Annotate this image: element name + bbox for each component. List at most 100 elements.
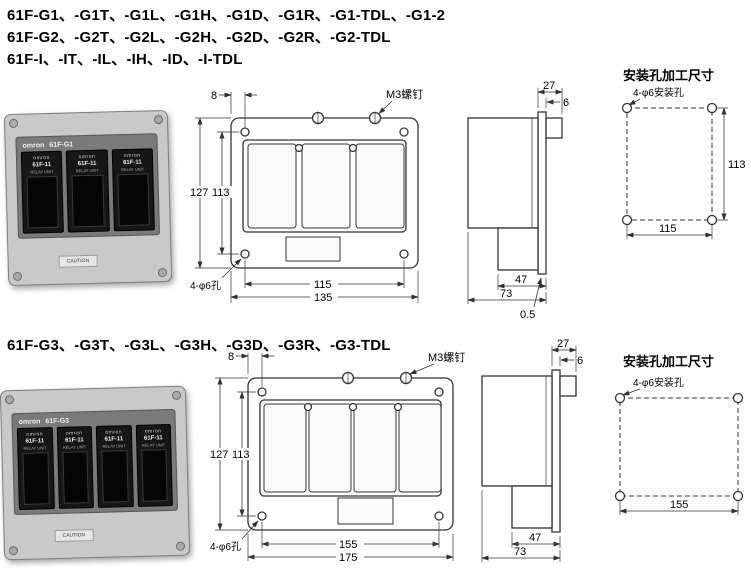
rear-tab <box>545 117 563 139</box>
dim-back: 27 <box>537 80 563 114</box>
mount-hole-icon <box>621 102 633 114</box>
mount-hole-icon <box>257 387 267 397</box>
screw-icon <box>348 402 358 412</box>
mounting-hole-diagram-g1: 安装孔加工尺寸 4-φ6安装孔 113 115 <box>621 68 746 239</box>
svg-text:155: 155 <box>339 539 357 551</box>
screw-icon <box>303 402 313 412</box>
product-photo-61f-g3: omron 61F-G3 omron 61F-11 RELAY UNIT omr… <box>0 385 191 561</box>
svg-text:4-φ6孔: 4-φ6孔 <box>210 541 241 553</box>
dim-width-outer: 175 <box>247 534 454 564</box>
relay-window <box>247 143 297 229</box>
dim-width-outer: 135 <box>230 271 419 304</box>
svg-text:M3螺钉: M3螺钉 <box>428 351 465 364</box>
mounting-plate <box>537 111 547 275</box>
svg-text:8: 8 <box>211 90 217 102</box>
model-text: 61F-G3 <box>45 417 70 426</box>
dim-vertical: 113 <box>717 107 746 221</box>
nameplate <box>285 236 341 262</box>
front-view-g1: 127 113 8 M3螺钉 115 <box>189 88 423 304</box>
svg-text:135: 135 <box>314 292 332 304</box>
mount-title: 安装孔加工尺寸 <box>623 68 714 83</box>
lower-body <box>497 227 539 271</box>
hole-callout: 4-φ6孔 <box>210 520 259 553</box>
svg-text:175: 175 <box>339 552 357 564</box>
dim-8: 8 <box>211 90 257 127</box>
mount-hole-icon <box>621 214 633 226</box>
relay-window <box>308 403 352 493</box>
relay-window <box>398 403 442 493</box>
svg-text:27: 27 <box>557 338 569 350</box>
dim-back: 27 <box>551 338 577 372</box>
svg-text:M3螺钉: M3螺钉 <box>386 88 423 101</box>
svg-text:113: 113 <box>212 187 230 199</box>
module-window <box>140 449 168 502</box>
module-window <box>71 174 105 228</box>
relay-window <box>301 143 351 229</box>
relay-module: omron 61F-11 RELAY UNIT <box>66 149 110 233</box>
relay-window <box>353 403 397 493</box>
relay-window <box>263 403 307 493</box>
brand-text: omron <box>22 142 45 150</box>
m3-screw-callout: M3螺钉 <box>409 351 465 375</box>
dim-offset: 0.5 <box>520 277 542 321</box>
front-body-outline <box>230 111 419 269</box>
svg-text:127: 127 <box>190 187 208 199</box>
side-body-outline <box>467 111 563 275</box>
side-view-g1: 27 6 47 73 0.5 <box>467 80 569 321</box>
mount-hole-callout: 4-φ6安装孔 <box>622 376 684 396</box>
mount-hole-icon <box>434 387 444 397</box>
rear-tab <box>559 375 577 397</box>
dim-width-holes: 115 <box>244 260 405 291</box>
dim-plate: 6 <box>545 97 569 109</box>
screw-icon <box>12 271 23 281</box>
mount-hole-icon <box>257 511 267 521</box>
front-body-outline <box>247 371 454 531</box>
svg-text:113: 113 <box>728 159 746 171</box>
upper-body <box>467 117 539 229</box>
photo-base-plate: omron 61F-G1 omron 61F-11 RELAY UNIT omr… <box>3 109 173 287</box>
dim-height-holes: 113 <box>211 131 239 255</box>
side-view-g3: 27 6 47 73 <box>481 338 583 562</box>
product-photo-61f-g1: omron 61F-G1 omron 61F-11 RELAY UNIT omr… <box>3 109 173 287</box>
screw-icon <box>8 118 19 129</box>
svg-text:4-φ6孔: 4-φ6孔 <box>190 280 221 292</box>
dim-height-outer: 127 <box>189 117 231 269</box>
svg-text:127: 127 <box>210 449 228 461</box>
dim-height-outer: 127 <box>209 377 248 531</box>
dim-plate: 6 <box>559 355 583 367</box>
mount-pattern <box>621 102 718 226</box>
mount-hole-icon <box>399 127 409 137</box>
dim-lower: 47 <box>511 532 561 548</box>
relay-window <box>355 143 405 229</box>
heading-61f-g2: 61F-G2、-G2T、-G2L、-G2H、-G2D、-G2R、-G2-TDL <box>7 29 391 46</box>
svg-text:73: 73 <box>500 288 512 300</box>
front-view-g3: 127 113 8 M3螺钉 155 <box>209 351 465 564</box>
photo-base-plate: omron 61F-G3 omron 61F-11 RELAY UNIT omr… <box>0 385 191 561</box>
svg-text:8: 8 <box>228 351 234 363</box>
svg-text:6: 6 <box>563 97 569 109</box>
module-window <box>117 173 150 227</box>
screw-icon <box>157 267 168 278</box>
caution-label: CAUTION <box>58 254 98 268</box>
relay-module: omron 61F-11 RELAY UNIT <box>56 426 94 509</box>
model-text: 61F-G1 <box>49 141 74 149</box>
screw-icon <box>153 115 164 125</box>
heading-61f-g1: 61F-G1、-G1T、-G1L、-G1H、-G1D、-G1R、-G1-TDL、… <box>7 7 446 24</box>
svg-text:0.5: 0.5 <box>520 309 535 321</box>
module-window <box>22 452 50 505</box>
relay-module: omron 61F-11 RELAY UNIT <box>111 148 155 232</box>
dim-horizontal: 155 <box>619 499 739 515</box>
relay-module: omron 61F-11 RELAY UNIT <box>16 427 55 511</box>
mounting-plate <box>551 369 561 533</box>
svg-text:73: 73 <box>514 546 526 558</box>
photo-housing: omron 61F-G3 omron 61F-11 RELAY UNIT omr… <box>11 408 179 516</box>
screw-icon <box>294 143 304 153</box>
dim-lower: 47 <box>497 274 547 290</box>
mounting-hole-diagram-g3: 安装孔加工尺寸 4-φ6安装孔 155 <box>614 354 744 515</box>
module-window <box>61 451 89 504</box>
caution-label: CAUTION <box>54 529 94 543</box>
relay-module: omron 61F-11 RELAY UNIT <box>95 425 134 508</box>
svg-text:47: 47 <box>515 274 527 286</box>
mount-hole-icon <box>399 249 409 259</box>
screw-icon <box>171 390 182 400</box>
